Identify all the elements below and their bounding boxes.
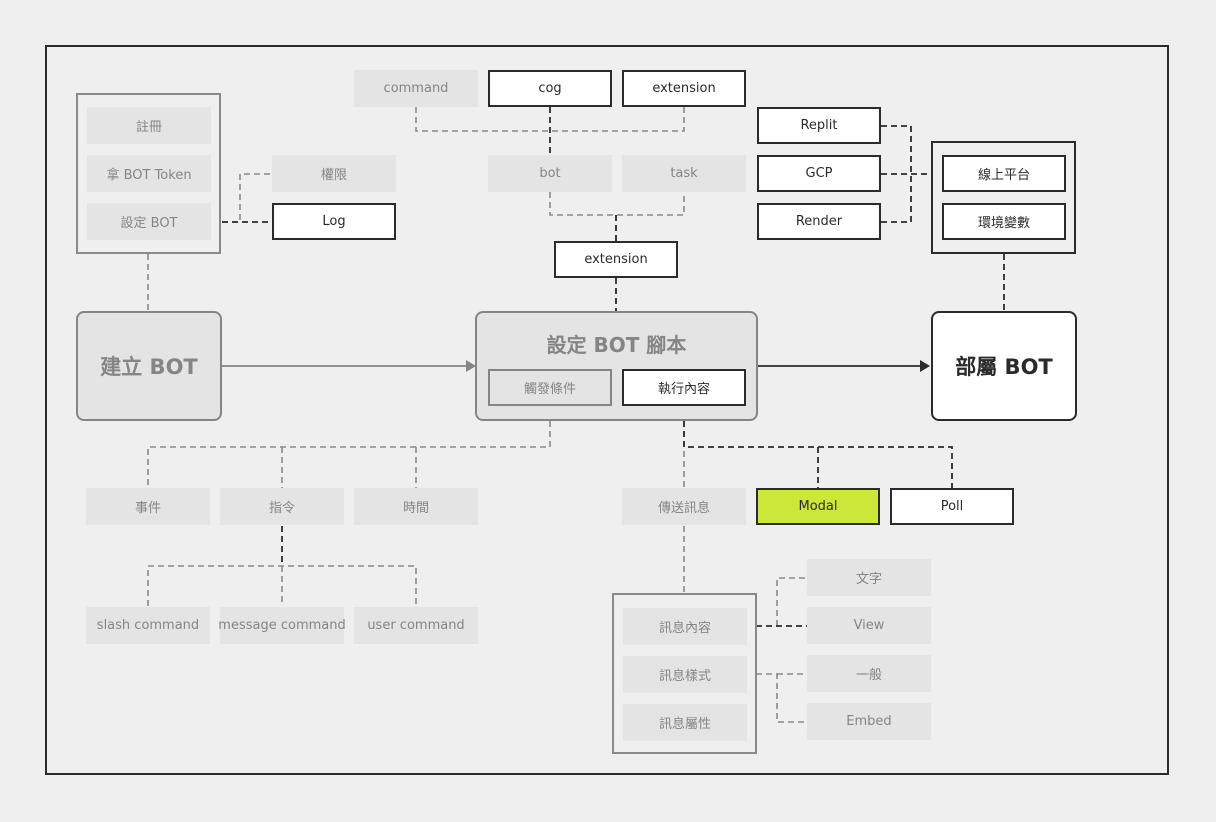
step-register: 註冊 xyxy=(87,107,211,144)
extension-module: extension xyxy=(622,70,746,107)
style-normal-node: 一般 xyxy=(807,655,931,692)
platform-gcp: GCP xyxy=(757,155,881,192)
step-get-token: 拿 BOT Token xyxy=(87,155,211,192)
platform-replit: Replit xyxy=(757,107,881,144)
platform-render: Render xyxy=(757,203,881,240)
trigger-time: 時間 xyxy=(354,488,478,525)
slash-command-node: slash command xyxy=(86,607,210,644)
trigger-event: 事件 xyxy=(86,488,210,525)
message-attribute-node: 訊息屬性 xyxy=(623,704,747,741)
message-content-node: 訊息內容 xyxy=(623,608,747,645)
style-embed-node: Embed xyxy=(807,703,931,740)
message-style-node: 訊息樣式 xyxy=(623,656,747,693)
content-view-node: View xyxy=(807,607,931,644)
cog-module: cog xyxy=(488,70,612,107)
online-platform-node: 線上平台 xyxy=(942,155,1066,192)
modal-node: Modal xyxy=(756,488,880,525)
trigger-command: 指令 xyxy=(220,488,344,525)
content-text-node: 文字 xyxy=(807,559,931,596)
bot-script-title: 設定 BOT 腳本 xyxy=(546,333,687,357)
message-command-node: message command xyxy=(218,607,346,644)
command-module: command xyxy=(354,70,478,107)
step-configure-bot: 設定 BOT xyxy=(87,203,211,240)
log-node: Log xyxy=(272,203,396,240)
bot-node: bot xyxy=(488,155,612,192)
trigger-condition-node: 觸發條件 xyxy=(488,369,612,406)
create-bot-node: 建立 BOT xyxy=(76,311,222,421)
send-message-node: 傳送訊息 xyxy=(622,488,746,525)
permission-node: 權限 xyxy=(272,155,396,192)
execute-content-node: 執行內容 xyxy=(622,369,746,406)
user-command-node: user command xyxy=(354,607,478,644)
poll-node: Poll xyxy=(890,488,1014,525)
deploy-bot-node: 部屬 BOT xyxy=(931,311,1077,421)
extension-node: extension xyxy=(554,241,678,278)
env-vars-node: 環境變數 xyxy=(942,203,1066,240)
task-node: task xyxy=(622,155,746,192)
